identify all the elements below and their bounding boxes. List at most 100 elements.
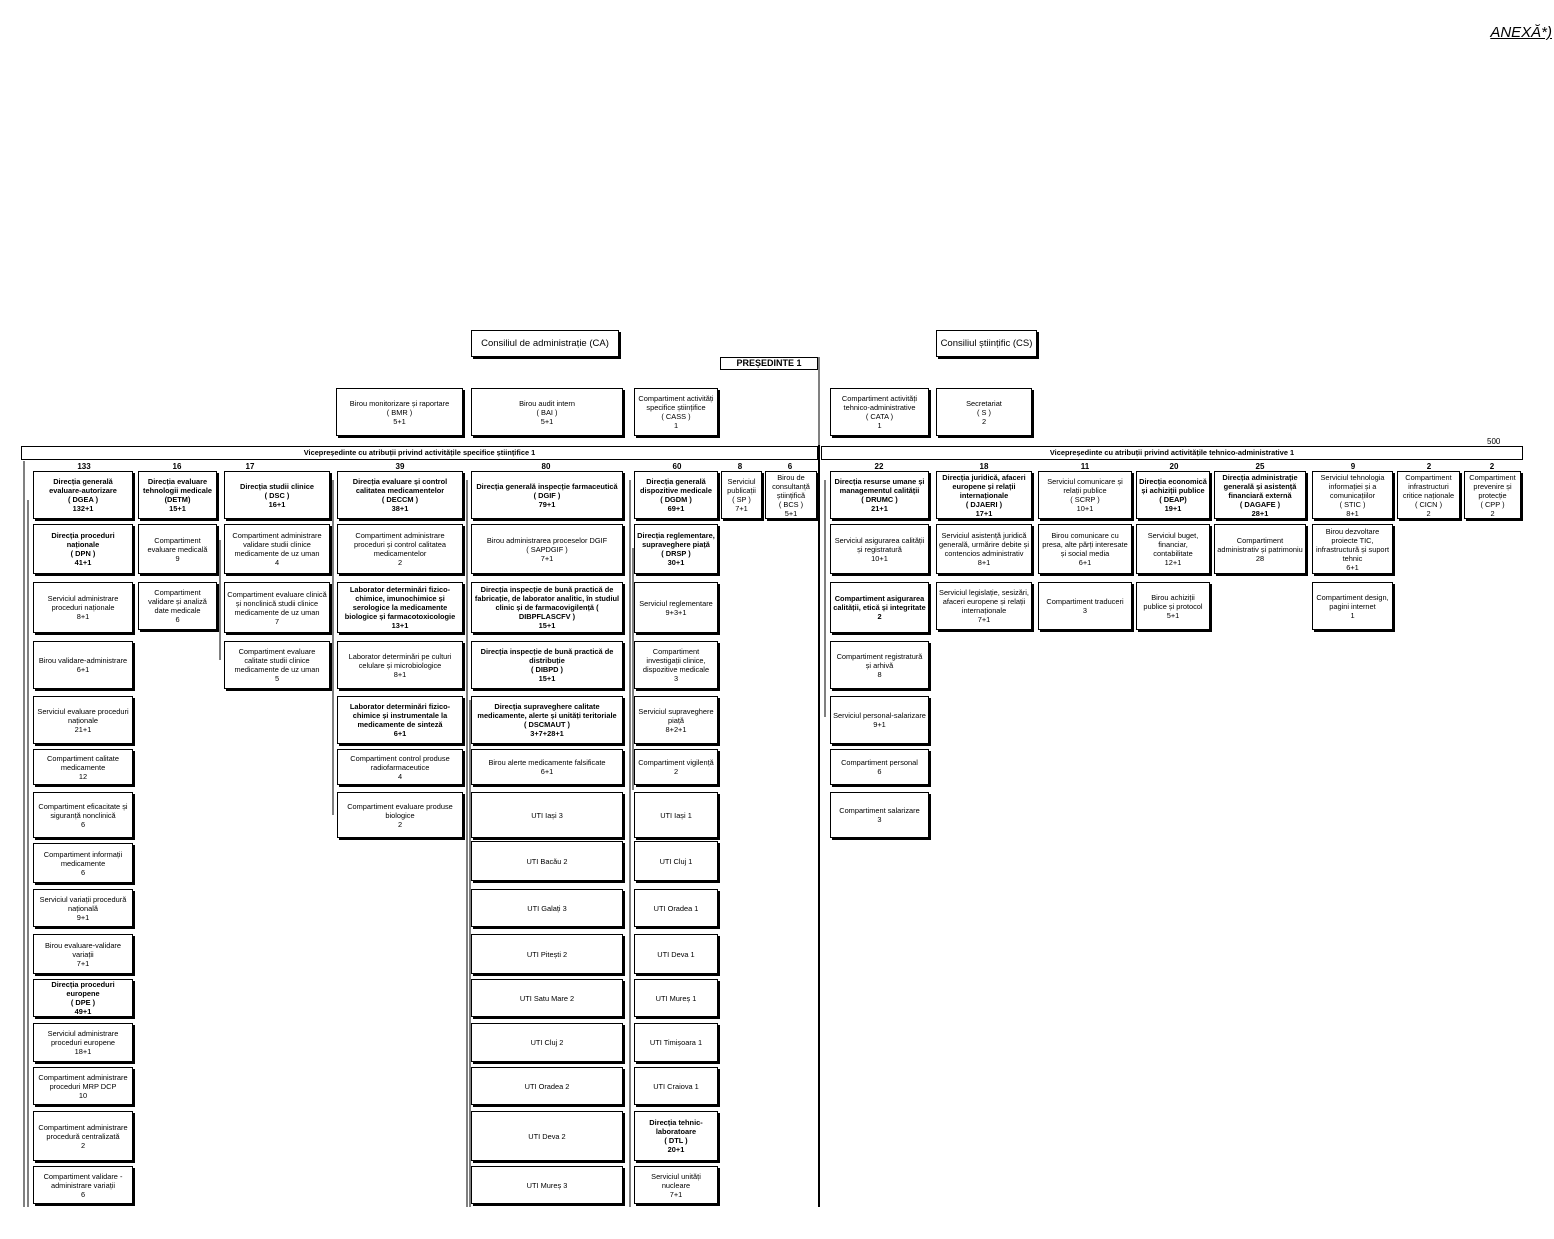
staff-count: 8 — [737, 462, 743, 471]
djaeri-unit: Serviciul asistență juridică generală, u… — [936, 524, 1032, 574]
deccm-unit: Compartiment control produse radiofarmac… — [337, 749, 463, 785]
cata-box: Compartiment activități tehnico-administ… — [830, 388, 929, 436]
bai-box: Birou audit intern ( BAI ) 5+1 — [471, 388, 623, 436]
staff-count: 22 — [874, 462, 884, 471]
staff-count: 2 — [1426, 462, 1432, 471]
deccm-unit: Laborator determinări fizico-chimice și … — [337, 696, 463, 744]
drumc-unit: Compartiment personal 6 — [830, 749, 929, 785]
board-of-directors: Consiliul de administrație (CA) — [471, 330, 619, 357]
stic-unit: Serviciul tehnologia informației și a co… — [1312, 471, 1393, 519]
dgif-unit: Direcția inspecție de bună practică de d… — [471, 641, 623, 689]
stic-unit: Birou dezvoltare proiecte TIC, infrastru… — [1312, 524, 1393, 574]
sp-box: Serviciul publicații ( SP ) 7+1 — [721, 471, 762, 519]
dgif-unit: UTI Deva 2 — [471, 1111, 623, 1161]
deccm-unit: Laborator determinări fizico-chimice, im… — [337, 582, 463, 633]
dgea-unit: Birou evaluare-validare variații 7+1 — [33, 934, 133, 974]
dsc-unit: Compartiment evaluare clinică și nonclin… — [224, 582, 330, 633]
drumc-unit: Compartiment asigurarea calității, etică… — [830, 582, 929, 633]
cicn-box: Compartiment infrastructuri critice nați… — [1397, 471, 1460, 519]
stic-unit: Compartiment design, pagini internet 1 — [1312, 582, 1393, 630]
president: PREȘEDINTE 1 — [720, 357, 818, 370]
total-staff: 500 — [1487, 437, 1501, 446]
dgdm-unit: UTI Craiova 1 — [634, 1067, 718, 1105]
dgif-unit: Direcția generală inspecție farmaceutică… — [471, 471, 623, 519]
detm-unit: Compartiment validare și analiză date me… — [138, 582, 217, 630]
dgif-unit: UTI Galați 3 — [471, 889, 623, 927]
staff-count: 39 — [395, 462, 405, 471]
dgdm-unit: Direcția tehnic-laboratoare ( DTL ) 20+1 — [634, 1111, 718, 1161]
djaeri-unit: Serviciul legislație, sesizări, afaceri … — [936, 582, 1032, 630]
dgif-unit: UTI Cluj 2 — [471, 1023, 623, 1062]
annex-label: ANEXĂ*) — [1490, 24, 1552, 41]
deccm-unit: Compartiment evaluare produse biologice … — [337, 792, 463, 838]
staff-count: 17 — [245, 462, 255, 471]
dgea-unit: Compartiment informații medicamente 6 — [33, 843, 133, 883]
dgea-unit: Compartiment eficacitate și siguranță no… — [33, 792, 133, 838]
drumc-unit: Serviciul asigurarea calității și regist… — [830, 524, 929, 574]
drumc-unit: Serviciul personal-salarizare 9+1 — [830, 696, 929, 744]
dgea-unit: Compartiment calitate medicamente 12 — [33, 749, 133, 785]
dgdm-unit: Compartiment vigilență 2 — [634, 749, 718, 785]
staff-count: 20 — [1169, 462, 1179, 471]
drumc-unit: Direcția resurse umane și managementul c… — [830, 471, 929, 519]
dgif-unit: UTI Pitești 2 — [471, 934, 623, 974]
scrp-unit: Birou comunicare cu presa, alte părți in… — [1038, 524, 1132, 574]
dsc-unit: Compartiment evaluare calitate studii cl… — [224, 641, 330, 689]
detm-unit: Compartiment evaluare medicală 9 — [138, 524, 217, 574]
staff-count: 133 — [77, 462, 91, 471]
dgea-unit: Serviciul evaluare proceduri naționale 2… — [33, 696, 133, 744]
dgea-unit: Direcția proceduri europene ( DPE ) 49+1 — [33, 979, 133, 1017]
dagafe-unit: Direcția administrație generală și asist… — [1214, 471, 1306, 519]
dgif-unit: UTI Iași 3 — [471, 792, 623, 838]
cass-box: Compartiment activități specifice științ… — [634, 388, 718, 436]
dgea-unit: Direcția generală evaluare-autorizare ( … — [33, 471, 133, 519]
djaeri-unit: Direcția juridică, afaceri europene și r… — [936, 471, 1032, 519]
staff-count: 11 — [1080, 462, 1090, 471]
dgif-unit: UTI Bacău 2 — [471, 841, 623, 881]
deap-unit: Direcția economică și achiziții publice … — [1136, 471, 1210, 519]
dgdm-unit: UTI Cluj 1 — [634, 841, 718, 881]
staff-count: 25 — [1255, 462, 1265, 471]
vp-scientific: Vicepreședinte cu atribuții privind acti… — [21, 446, 818, 460]
dsc-unit: Direcția studii clinice ( DSC ) 16+1 — [224, 471, 330, 519]
staff-count: 2 — [1489, 462, 1495, 471]
scrp-unit: Compartiment traduceri 3 — [1038, 582, 1132, 630]
dgea-unit: Compartiment validare - administrare var… — [33, 1166, 133, 1204]
deap-unit: Serviciul buget, financiar, contabilitat… — [1136, 524, 1210, 574]
dagafe-unit: Compartiment administrativ și patrimoniu… — [1214, 524, 1306, 574]
dgdm-unit: UTI Timișoara 1 — [634, 1023, 718, 1062]
dgdm-unit: Serviciul unități nucleare 7+1 — [634, 1166, 718, 1204]
staff-count: 16 — [172, 462, 182, 471]
dgif-unit: Direcția supraveghere calitate medicamen… — [471, 696, 623, 744]
dgif-unit: Birou administrarea proceselor DGIF ( SA… — [471, 524, 623, 574]
drumc-unit: Compartiment salarizare 3 — [830, 792, 929, 838]
dgdm-unit: Serviciul reglementare 9+3+1 — [634, 582, 718, 633]
dgdm-unit: UTI Mureș 1 — [634, 979, 718, 1017]
dgdm-unit: Serviciul supraveghere piață 8+2+1 — [634, 696, 718, 744]
dgdm-unit: UTI Oradea 1 — [634, 889, 718, 927]
scientific-council: Consiliul științific (CS) — [936, 330, 1037, 357]
staff-count: 80 — [541, 462, 551, 471]
dgif-unit: Birou alerte medicamente falsificate 6+1 — [471, 749, 623, 785]
bmr-box: Birou monitorizare și raportare ( BMR ) … — [336, 388, 463, 436]
dgea-unit: Birou validare-administrare 6+1 — [33, 641, 133, 689]
scrp-unit: Serviciul comunicare și relații publice … — [1038, 471, 1132, 519]
dgdm-unit: Compartiment investigații clinice, dispo… — [634, 641, 718, 689]
dgea-unit: Compartiment administrare proceduri MRP … — [33, 1067, 133, 1105]
deccm-unit: Direcția evaluare și control calitatea m… — [337, 471, 463, 519]
cpp-box: Compartiment prevenire și protecție ( CP… — [1464, 471, 1521, 519]
dgdm-unit: Direcția generală dispozitive medicale (… — [634, 471, 718, 519]
staff-count: 6 — [787, 462, 793, 471]
dgdm-unit: Direcția reglementare, supraveghere piaț… — [634, 524, 718, 574]
vp-technical: Vicepreședinte cu atribuții privind acti… — [821, 446, 1523, 460]
deccm-unit: Compartiment administrare proceduri și c… — [337, 524, 463, 574]
staff-count: 60 — [672, 462, 682, 471]
dgdm-unit: UTI Iași 1 — [634, 792, 718, 838]
dgea-unit: Direcția proceduri naționale ( DPN ) 41+… — [33, 524, 133, 574]
dgif-unit: UTI Satu Mare 2 — [471, 979, 623, 1017]
dgdm-unit: UTI Deva 1 — [634, 934, 718, 974]
deccm-unit: Laborator determinări pe culturi celular… — [337, 641, 463, 689]
drumc-unit: Compartiment registratură și arhivă 8 — [830, 641, 929, 689]
dgif-unit: Direcția inspecție de bună practică de f… — [471, 582, 623, 633]
